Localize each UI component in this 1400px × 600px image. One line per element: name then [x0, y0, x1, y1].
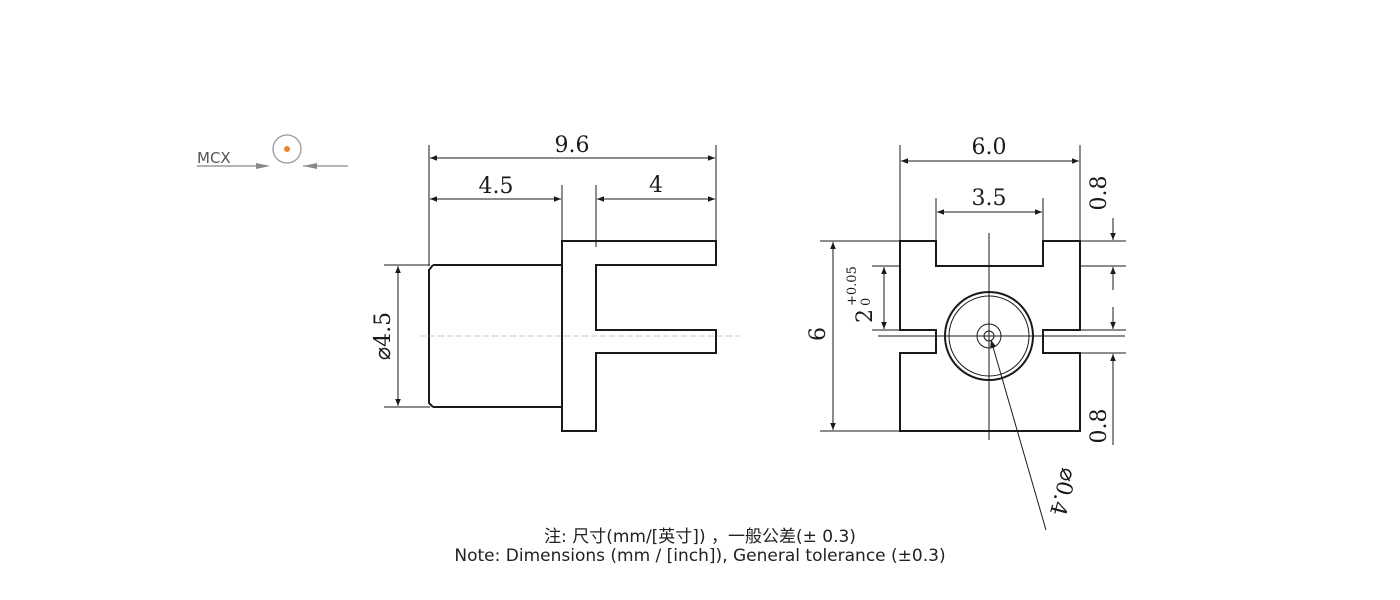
center-pin-dot [284, 146, 290, 152]
dim-notch-tolerance-upper: +0.05 [845, 266, 860, 306]
dim-pin-length: 4 [649, 173, 663, 198]
note-chinese: 注: 尺寸(mm/[英寸]) ，一般公差(± 0.3) [544, 527, 856, 547]
dim-corner-notch-top: 0.8 [1087, 176, 1112, 211]
dim-corner-notch-bottom: 0.8 [1087, 409, 1112, 444]
dim-pin-diameter: ⌀0.4 [1044, 465, 1081, 518]
mcx-label: MCX [197, 149, 231, 167]
dim-barrel-diameter: ⌀4.5 [371, 312, 396, 360]
dim-notch-position: 2 [853, 309, 878, 323]
note-english: Note: Dimensions (mm / [inch]), General … [454, 546, 946, 566]
dim-overall-length: 9.6 [555, 133, 590, 158]
side-view [384, 145, 740, 432]
dim-slot-spacing: 3.5 [972, 186, 1007, 211]
dim-height: 6 [806, 327, 831, 341]
mcx-icon [197, 134, 348, 169]
dim-width: 6.0 [972, 135, 1007, 160]
dim-notch-tolerance-lower: 0 [859, 298, 874, 306]
dim-barrel-length: 4.5 [479, 174, 514, 199]
top-view [820, 145, 1126, 531]
